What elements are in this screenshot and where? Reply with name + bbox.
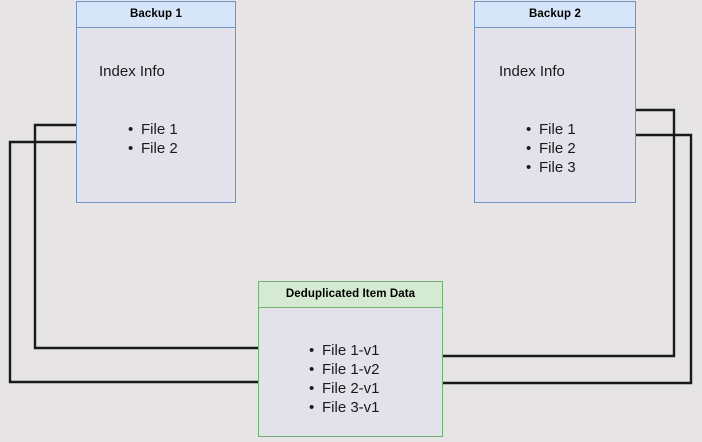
backup-2-index-info-label: Index Info [499, 62, 565, 80]
list-item: File 2 [526, 139, 576, 158]
list-item: File 3-v1 [309, 398, 379, 417]
node-backup-1-body: Index Info File 1 File 2 [77, 27, 235, 202]
node-backup-1[interactable]: Backup 1 Index Info File 1 File 2 [76, 1, 236, 203]
dedup-file-list: File 1-v1 File 1-v2 File 2-v1 File 3-v1 [308, 341, 379, 417]
list-item: File 2-v1 [309, 379, 379, 398]
list-item: File 3 [526, 158, 576, 177]
list-item: File 1 [526, 120, 576, 139]
node-backup-2-body: Index Info File 1 File 2 File 3 [475, 27, 635, 202]
backup-2-file-list: File 1 File 2 File 3 [525, 120, 576, 177]
node-backup-1-title: Backup 1 [77, 2, 235, 28]
node-dedup-title: Deduplicated Item Data [259, 282, 442, 308]
backup-1-file-list: File 1 File 2 [127, 120, 178, 158]
list-item: File 2 [128, 139, 178, 158]
list-item: File 1-v1 [309, 341, 379, 360]
list-item: File 1-v2 [309, 360, 379, 379]
node-dedup-body: File 1-v1 File 1-v2 File 2-v1 File 3-v1 [259, 307, 442, 436]
node-backup-2[interactable]: Backup 2 Index Info File 1 File 2 File 3 [474, 1, 636, 203]
node-deduplicated-item-data[interactable]: Deduplicated Item Data File 1-v1 File 1-… [258, 281, 443, 437]
node-backup-2-title: Backup 2 [475, 2, 635, 28]
list-item: File 1 [128, 120, 178, 139]
backup-1-index-info-label: Index Info [99, 62, 165, 80]
